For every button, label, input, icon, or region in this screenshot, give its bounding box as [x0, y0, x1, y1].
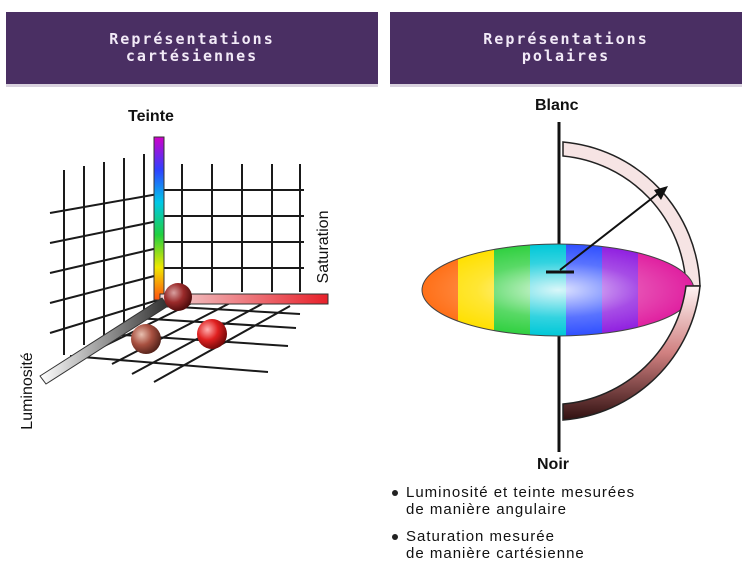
bullet-icon: [392, 534, 398, 540]
color-point-sphere: [164, 283, 192, 311]
legend-item-line2: de manière cartésienne: [406, 545, 585, 562]
bullet-icon: [392, 490, 398, 496]
cartesian-title-line1: Représentations: [109, 30, 275, 48]
luminosity-axis-label: Luminosité: [19, 352, 36, 430]
white-pole-label: Blanc: [535, 97, 579, 114]
cartesian-header: Représentations cartésiennes: [6, 12, 378, 84]
color-point-sphere: [131, 324, 161, 354]
legend-item: Saturation mesurée de manière cartésienn…: [388, 528, 744, 562]
legend-list: Luminosité et teinte mesurées de manière…: [388, 484, 744, 572]
legend-item-line1: Saturation mesurée: [406, 528, 555, 545]
black-pole-label: Noir: [537, 456, 569, 473]
legend-item-line1: Luminosité et teinte mesurées: [406, 484, 636, 501]
legend-item: Luminosité et teinte mesurées de manière…: [388, 484, 744, 518]
cartesian-back-grid: [49, 154, 304, 355]
hue-color-wheel: [422, 244, 694, 336]
polar-title-line1: Représentations: [483, 30, 649, 48]
color-point-sphere: [197, 319, 227, 349]
hue-axis-label: Teinte: [128, 108, 174, 125]
cartesian-title-line2: cartésiennes: [125, 47, 259, 65]
polar-header: Représentations polaires: [390, 12, 742, 84]
hue-axis-bar: [153, 136, 165, 301]
saturation-vector-arrow: [559, 191, 661, 271]
polar-title-line2: polaires: [521, 47, 611, 65]
legend-item-line2: de manière angulaire: [406, 501, 567, 518]
saturation-axis-label: Saturation: [315, 210, 332, 284]
luminosity-arc: [562, 285, 701, 421]
